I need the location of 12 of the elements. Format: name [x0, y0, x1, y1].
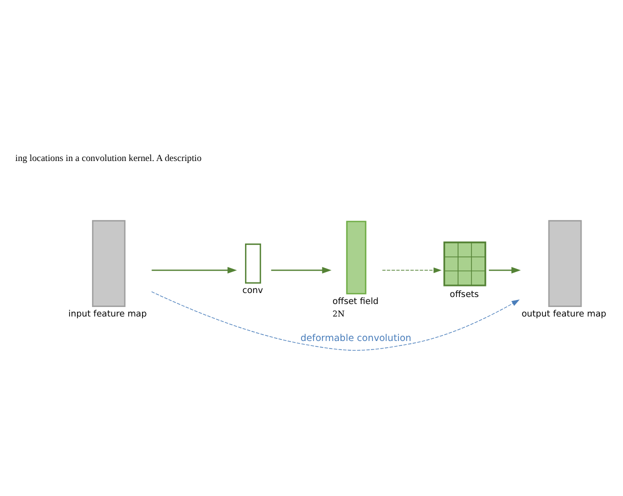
node-label: conv [242, 286, 264, 296]
node-label: offset field [332, 296, 379, 306]
arrow [382, 266, 442, 273]
node-label: output feature map [522, 309, 606, 320]
arrow [488, 266, 521, 274]
arrow [151, 290, 520, 350]
arrow [152, 266, 237, 274]
node-label: offsets [450, 290, 479, 300]
label: ing locations in a convolution kernel. A descriptio [15, 154, 202, 164]
edge-label: deformable convolution [300, 332, 412, 344]
node-label: input feature map [68, 309, 147, 320]
arrow [271, 266, 332, 274]
